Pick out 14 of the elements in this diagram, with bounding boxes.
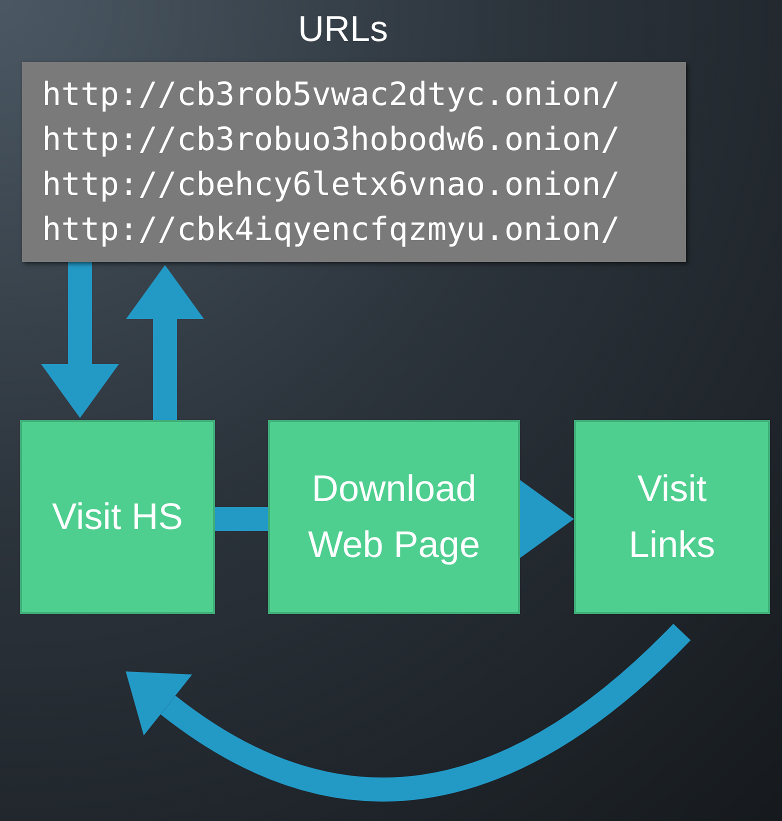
- process-box: [268, 420, 520, 614]
- process-box: [20, 420, 215, 614]
- url-text: http://cb3robuo3hobodw6.onion/: [42, 119, 620, 160]
- process-box: [574, 420, 770, 614]
- heading: URLs: [298, 8, 388, 50]
- step-label: Download Web Page: [306, 467, 482, 567]
- arrow: [124, 623, 690, 802]
- arrow: [41, 262, 119, 418]
- url-text: http://cb3rob5vwac2dtyc.onion/: [42, 74, 620, 115]
- url-text: http://cbehcy6letx6vnao.onion/: [42, 164, 620, 205]
- step-label: Visit Links: [628, 467, 716, 567]
- arrow: [126, 265, 204, 420]
- url-text: http://cbk4iqyencfqzmyu.onion/: [42, 209, 620, 250]
- step-label: Visit HS: [52, 495, 183, 539]
